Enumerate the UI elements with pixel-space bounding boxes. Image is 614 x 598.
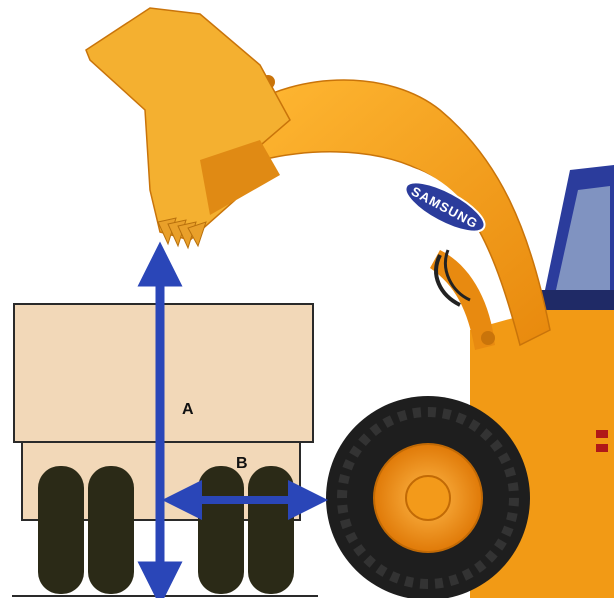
loader-decal — [596, 430, 608, 438]
arm-pivot — [481, 331, 495, 345]
loader-bucket — [86, 8, 290, 240]
truck-tire — [38, 466, 84, 594]
dump-truck — [12, 304, 318, 596]
loader-decal — [596, 444, 608, 452]
truck-tire — [88, 466, 134, 594]
label-b: B — [236, 455, 248, 472]
loader-cab-base — [540, 290, 614, 310]
truck-tire — [198, 466, 244, 594]
label-a: A — [182, 401, 194, 418]
hub-center — [406, 476, 450, 520]
truck-tire — [248, 466, 294, 594]
